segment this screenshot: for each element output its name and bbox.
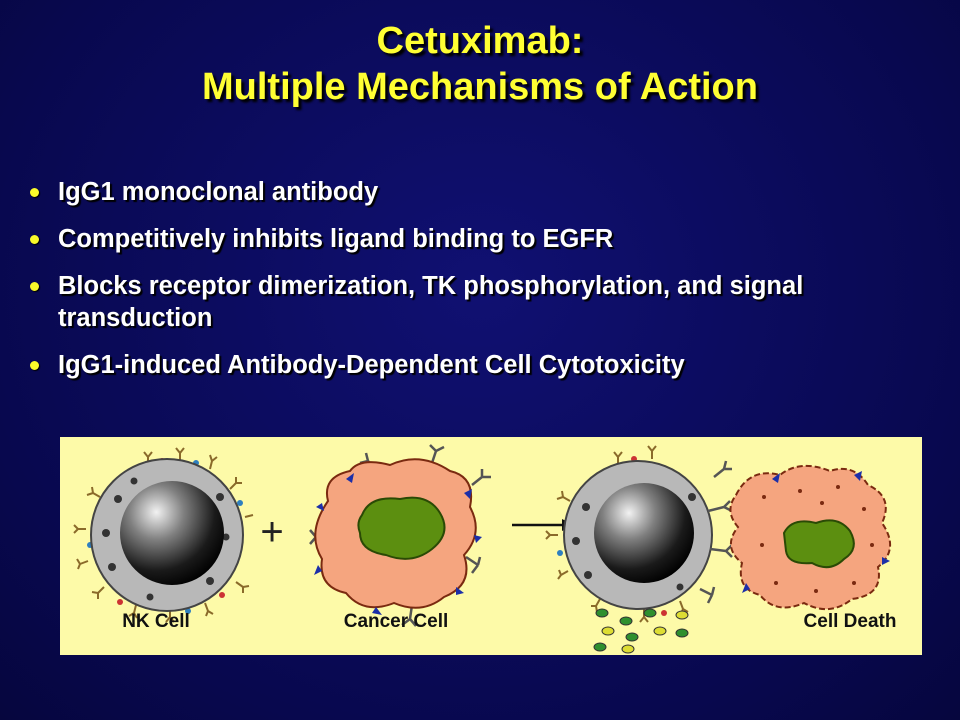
dying-cancer-cell (729, 464, 891, 610)
cancer-cell (309, 444, 491, 627)
bullet-dot-icon (30, 188, 39, 197)
bullet-text: Blocks receptor dimerization, TK phospho… (58, 272, 804, 332)
label-nk-cell: NK Cell (122, 611, 190, 632)
bullet-item: Blocks receptor dimerization, TK phospho… (30, 270, 930, 334)
bullet-dot-icon (30, 235, 39, 244)
bullet-item: IgG1 monoclonal antibody (30, 176, 930, 208)
bullet-dot-icon (30, 361, 39, 370)
antibody-bridge (699, 460, 733, 604)
title-line-1: Cetuximab: (376, 20, 584, 62)
cancer-nucleus (357, 496, 446, 560)
bullet-text: Competitively inhibits ligand binding to… (58, 225, 614, 253)
label-cancer-cell: Cancer Cell (344, 611, 449, 632)
bullet-item: IgG1-induced Antibody-Dependent Cell Cyt… (30, 349, 930, 381)
bullet-dot-icon (30, 282, 39, 291)
plus-sign: + (260, 510, 283, 554)
nk-surface-receptors (73, 447, 254, 623)
slide-title: Cetuximab: Multiple Mechanisms of Action (0, 18, 960, 110)
adcc-diagram: + (60, 437, 922, 655)
nk-cell-attacking (545, 445, 733, 623)
egfr-receptors (314, 473, 482, 615)
nk-cell (73, 447, 254, 623)
bullet-list: IgG1 monoclonal antibody Competitively i… (30, 176, 930, 396)
label-cell-death: Cell Death (804, 611, 897, 632)
bullet-item: Competitively inhibits ligand binding to… (30, 223, 930, 255)
bullet-text: IgG1 monoclonal antibody (58, 178, 379, 206)
bullet-text: IgG1-induced Antibody-Dependent Cell Cyt… (58, 351, 685, 379)
nk-granules (102, 477, 230, 601)
title-line-2: Multiple Mechanisms of Action (202, 66, 758, 108)
nk-nucleus (120, 481, 224, 585)
released-granules (593, 608, 689, 654)
